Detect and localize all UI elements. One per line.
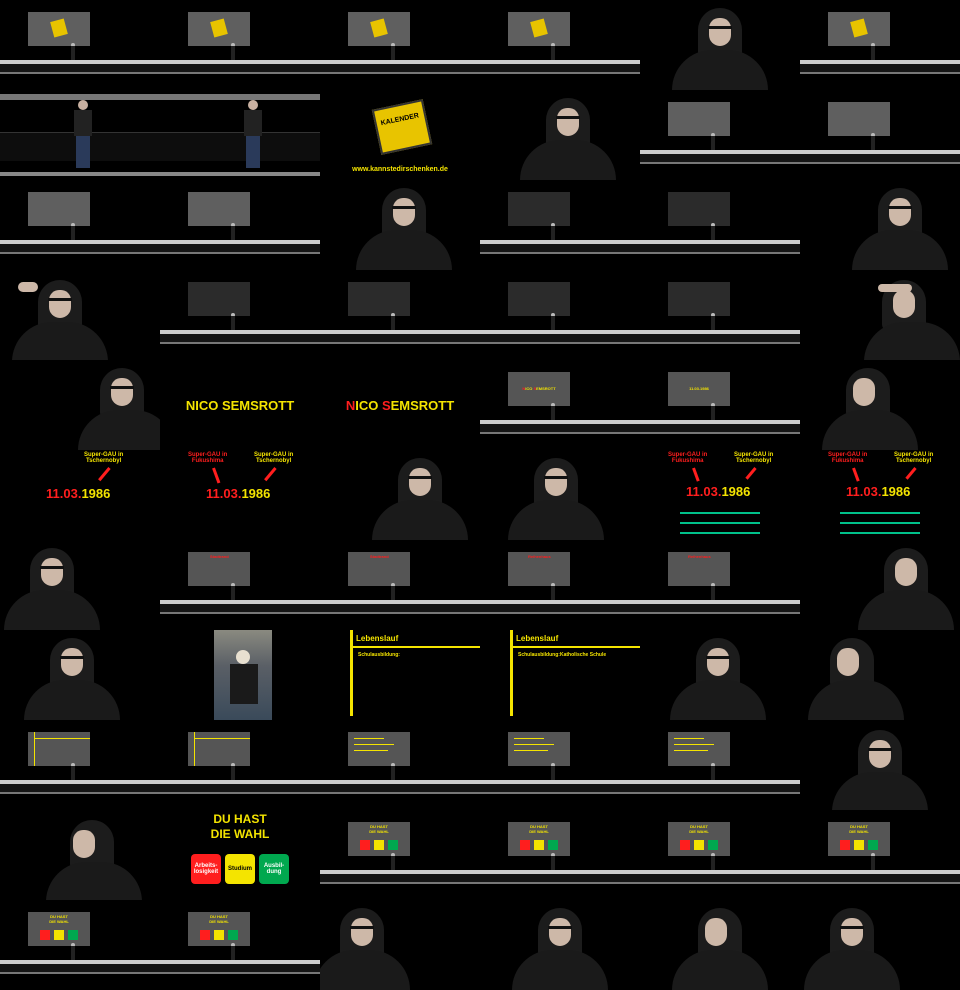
stage-thumbnail (640, 180, 800, 270)
speaker-closeup (640, 630, 800, 720)
date-slide: Super-GAU in Fukushima Super-GAU in Tsch… (640, 450, 800, 540)
speaker-closeup (800, 360, 960, 450)
calendar-slide: KALENDER www.kannstedirschenken.de (320, 90, 480, 180)
website-url: www.kannstedirschenken.de (352, 166, 448, 173)
speaker-closeup (480, 450, 640, 540)
stage-thumbnail (160, 0, 320, 90)
speaker-closeup (480, 90, 640, 180)
stage-thumbnail (640, 90, 800, 180)
speaker-closeup (640, 0, 800, 90)
lebenslauf-slide: Lebenslauf Schulausbildung: Katholische … (480, 630, 640, 720)
speaker-closeup (480, 900, 640, 990)
stage-thumbnail (480, 720, 640, 810)
stage-thumbnail: Stadtrand (320, 540, 480, 630)
stage-thumbnail: DU HAST DIE WAHL (0, 900, 160, 990)
stage-thumbnail: Reihenhaus (480, 540, 640, 630)
stage-thumbnail (480, 270, 640, 360)
speaker-closeup (0, 630, 160, 720)
speaker-name-highlight: NICO SEMSROTT (345, 398, 455, 413)
speaker-closeup (800, 630, 960, 720)
choice-slide: DU HAST DIE WAHL Arbeits- losigkeit Stud… (160, 810, 320, 900)
stage-thumbnail (320, 270, 480, 360)
name-slide: NICO SEMSROTT (320, 360, 480, 450)
choice-arbeitslosigkeit: Arbeits- losigkeit (191, 854, 221, 884)
name-slide: NICO SEMSROTT (160, 360, 320, 450)
stage-thumbnail (0, 720, 160, 810)
speaker-closeup (0, 360, 160, 450)
date-slide: Super-GAU in Fukushima Super-GAU in Tsch… (800, 450, 960, 540)
stage-thumbnail (640, 720, 800, 810)
speaker-closeup (320, 180, 480, 270)
calendar-box-icon: KALENDER (371, 99, 433, 155)
childhood-photo-slide (160, 630, 320, 720)
choice-ausbildung: Ausbil- dung (259, 854, 289, 884)
stage-thumbnail: Stadtrand (160, 540, 320, 630)
speaker-closeup (800, 900, 960, 990)
stage-thumbnail: NICO SEMSROTT (480, 360, 640, 450)
stage-thumbnail (0, 180, 160, 270)
choice-studium: Studium (225, 854, 255, 884)
speaker-closeup (0, 270, 160, 360)
stage-thumbnail: DU HAST DIE WAHL (640, 810, 800, 900)
speaker-wide (0, 90, 160, 180)
stage-thumbnail: DU HAST DIE WAHL (320, 810, 480, 900)
stage-thumbnail (320, 720, 480, 810)
date-slide: Super-GAU in Fukushima Super-GAU in Tsch… (160, 450, 320, 540)
speaker-closeup (800, 540, 960, 630)
stage-thumbnail (800, 90, 960, 180)
speaker-closeup (320, 450, 480, 540)
stage-thumbnail: DU HAST DIE WAHL (800, 810, 960, 900)
stage-thumbnail (160, 180, 320, 270)
stage-thumbnail (320, 0, 480, 90)
speaker-name: NICO SEMSROTT (185, 398, 295, 413)
stage-thumbnail (640, 270, 800, 360)
speaker-closeup (800, 270, 960, 360)
stage-thumbnail (0, 0, 160, 90)
stage-thumbnail (160, 270, 320, 360)
date-slide: Super-GAU in Tschernobyl 11.03.1986 (0, 450, 160, 540)
stage-thumbnail: 11.03.1986 (640, 360, 800, 450)
stage-thumbnail: DU HAST DIE WAHL (160, 900, 320, 990)
speaker-closeup (640, 900, 800, 990)
stage-thumbnail (480, 180, 640, 270)
speaker-closeup (800, 720, 960, 810)
stage-thumbnail: Reihenhaus (640, 540, 800, 630)
speaker-closeup (0, 540, 160, 630)
speaker-closeup (0, 810, 160, 900)
stage-thumbnail (160, 720, 320, 810)
stage-thumbnail (480, 0, 640, 90)
stage-thumbnail (800, 0, 960, 90)
lebenslauf-slide: Lebenslauf Schulausbildung: (320, 630, 480, 720)
speaker-wide (160, 90, 320, 180)
stage-thumbnail: DU HAST DIE WAHL (480, 810, 640, 900)
speaker-closeup (320, 900, 480, 990)
speaker-closeup (800, 180, 960, 270)
